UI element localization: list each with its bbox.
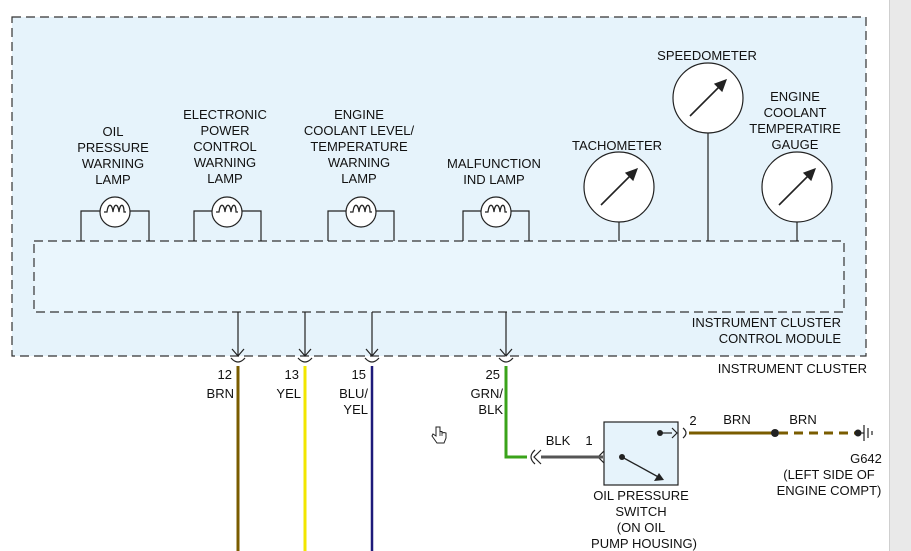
svg-text:TEMPERATIRE: TEMPERATIRE [749, 121, 841, 136]
svg-text:ENGINE: ENGINE [334, 107, 384, 122]
svg-text:COOLANT LEVEL/: COOLANT LEVEL/ [304, 123, 415, 138]
svg-text:ELECTRONIC: ELECTRONIC [183, 107, 267, 122]
svg-text:COOLANT: COOLANT [764, 105, 827, 120]
oil-pressure-switch [603, 421, 679, 486]
svg-text:IND LAMP: IND LAMP [463, 172, 524, 187]
mil-lamp-icon [462, 196, 530, 241]
speedometer-gauge-icon [672, 62, 744, 241]
pin-15: 15 [352, 367, 366, 382]
svg-text:CONTROL MODULE: CONTROL MODULE [719, 331, 842, 346]
switch-pin-1: 1 [585, 433, 592, 448]
switch-pin-2: 2 [689, 413, 696, 428]
splice-dot [771, 429, 779, 437]
svg-text:OIL PRESSURE: OIL PRESSURE [593, 488, 689, 503]
pin-13: 13 [285, 367, 299, 382]
svg-text:INSTRUMENT CLUSTER: INSTRUMENT CLUSTER [692, 315, 841, 330]
svg-text:WARNING: WARNING [328, 155, 390, 170]
pin-12: 12 [218, 367, 232, 382]
svg-text:LAMP: LAMP [207, 171, 242, 186]
wire-brn-out-label: BRN [723, 412, 750, 427]
mil-lamp-label: MALFUNCTION IND LAMP [447, 156, 541, 187]
eps-lamp-label: ELECTRONIC POWER CONTROL WARNING LAMP [183, 107, 267, 186]
coolant-gauge-label: ENGINE COOLANT TEMPERATIRE GAUGE [749, 89, 841, 152]
svg-text:LAMP: LAMP [341, 171, 376, 186]
oil-pressure-switch-label: OIL PRESSURE SWITCH (ON OIL PUMP HOUSING… [591, 488, 697, 551]
svg-text:PUMP HOUSING): PUMP HOUSING) [591, 536, 697, 551]
wire-color-25b: BLK [478, 402, 503, 417]
wire-color-15b: YEL [343, 402, 368, 417]
svg-text:TEMPERATURE: TEMPERATURE [310, 139, 408, 154]
svg-text:TACHOMETER: TACHOMETER [572, 138, 662, 153]
ground-id: G642 [850, 451, 882, 466]
svg-text:LAMP: LAMP [95, 172, 130, 187]
control-module-label: INSTRUMENT CLUSTER CONTROL MODULE [692, 315, 842, 346]
wire-color-12: BRN [207, 386, 234, 401]
wire-blk-label: BLK [546, 433, 571, 448]
svg-text:OIL: OIL [103, 124, 124, 139]
instrument-cluster-label: INSTRUMENT CLUSTER [718, 361, 867, 376]
module-leads [230, 312, 514, 363]
oil-pressure-lamp-label: OIL PRESSURE WARNING LAMP [77, 124, 149, 187]
wire-color-25a: GRN/ [471, 386, 504, 401]
wire-grn-blk [504, 366, 527, 459]
coolant-lamp-icon [327, 196, 395, 241]
svg-text:WARNING: WARNING [82, 156, 144, 171]
control-module-box [33, 240, 845, 313]
wire-color-15a: BLU/ [339, 386, 368, 401]
vertical-scrollbar[interactable] [889, 0, 911, 551]
svg-text:ENGINE: ENGINE [770, 89, 820, 104]
ground-icon [858, 425, 873, 441]
wire-brn-ground-label: BRN [789, 412, 816, 427]
ground-location-label: (LEFT SIDE OF ENGINE COMPT) [777, 467, 882, 498]
tachometer-gauge-icon [583, 151, 655, 241]
coolant-temperature-gauge-icon [761, 151, 833, 241]
svg-text:(LEFT SIDE OF: (LEFT SIDE OF [783, 467, 875, 482]
speedometer-label: SPEEDOMETER [657, 48, 757, 63]
eps-lamp-icon [193, 196, 262, 241]
svg-text:(ON OIL: (ON OIL [617, 520, 665, 535]
svg-text:SPEEDOMETER: SPEEDOMETER [657, 48, 757, 63]
oil-pressure-lamp-icon [80, 196, 150, 241]
svg-text:GAUGE: GAUGE [772, 137, 819, 152]
svg-text:SWITCH: SWITCH [615, 504, 666, 519]
svg-text:CONTROL: CONTROL [193, 139, 257, 154]
pin-25: 25 [486, 367, 500, 382]
svg-text:WARNING: WARNING [194, 155, 256, 170]
switch-out-connector [682, 427, 687, 439]
svg-text:MALFUNCTION: MALFUNCTION [447, 156, 541, 171]
coolant-lamp-label: ENGINE COOLANT LEVEL/ TEMPERATURE WARNIN… [304, 107, 415, 186]
wire-color-13: YEL [276, 386, 301, 401]
svg-text:PRESSURE: PRESSURE [77, 140, 149, 155]
tachometer-label: TACHOMETER [572, 138, 662, 153]
hand-cursor-icon [431, 426, 447, 444]
svg-text:POWER: POWER [200, 123, 249, 138]
svg-text:ENGINE COMPT): ENGINE COMPT) [777, 483, 882, 498]
